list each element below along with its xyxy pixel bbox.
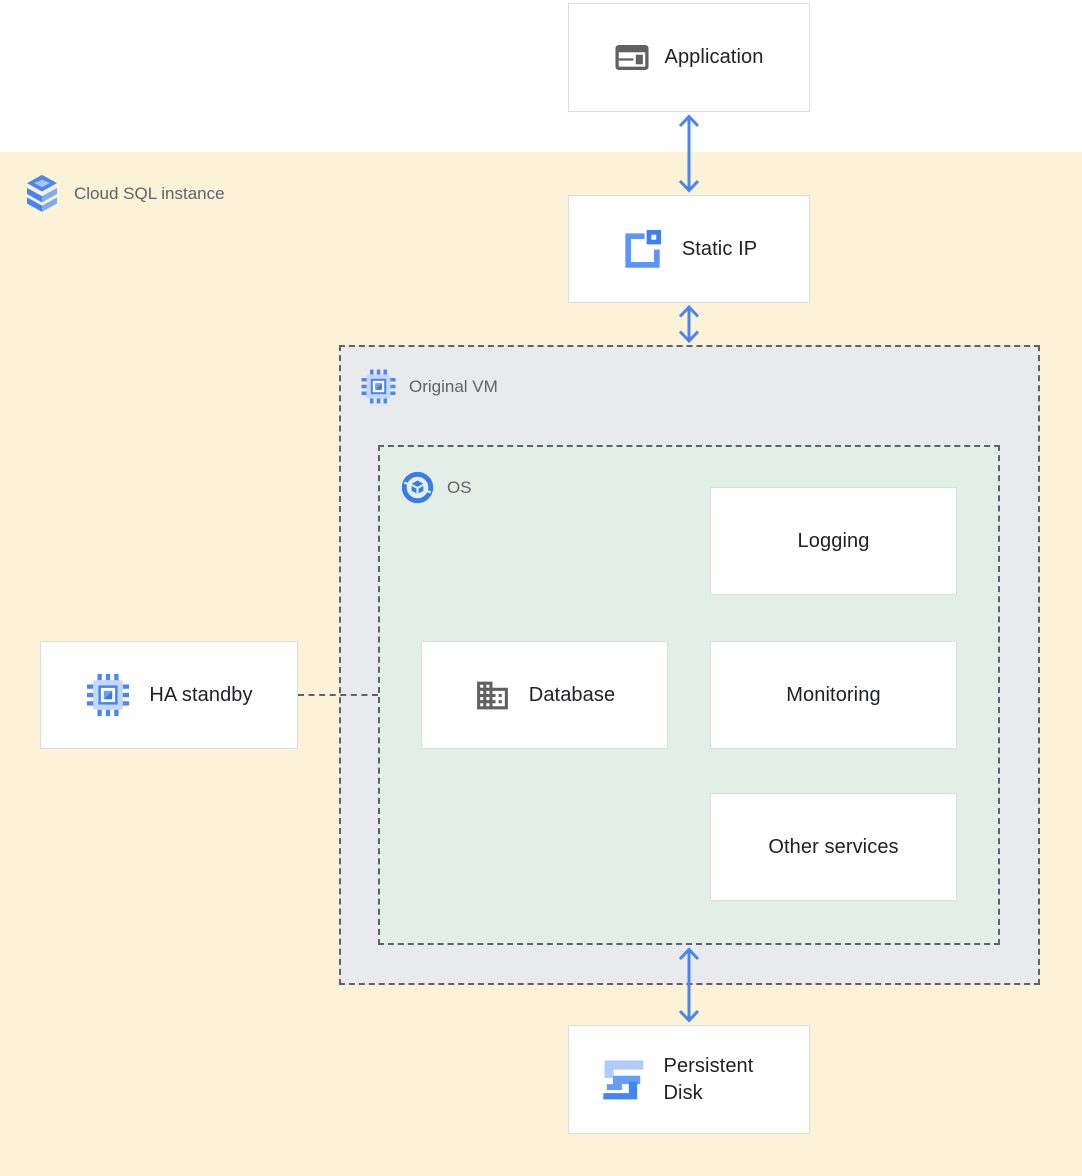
node-label: Database <box>528 683 616 706</box>
node-label: Persistent Disk <box>663 1054 754 1104</box>
node-label: Logging <box>797 529 870 552</box>
node-static-ip: Static IP <box>568 195 810 303</box>
compute-engine-icon <box>85 672 131 718</box>
external-ip-icon <box>621 229 662 270</box>
cloud-sql-icon <box>22 174 62 214</box>
persistent-disk-icon <box>602 1059 644 1100</box>
node-other-services: Other services <box>710 793 957 901</box>
node-label: Monitoring <box>786 683 881 706</box>
arrow-static-ip-vm <box>678 304 700 344</box>
node-ha-standby: HA standby <box>40 641 298 749</box>
node-application: Application <box>568 3 810 112</box>
node-persistent-disk: Persistent Disk <box>568 1025 810 1134</box>
region-label: OS <box>447 477 472 497</box>
arrow-os-persistent-disk <box>678 947 700 1023</box>
node-monitoring: Monitoring <box>710 641 957 749</box>
building-icon <box>474 677 511 714</box>
os-tag: OS <box>400 470 472 505</box>
original-vm-tag: Original VM <box>360 368 498 405</box>
region-label: Original VM <box>409 376 498 396</box>
node-database: Database <box>421 641 668 749</box>
link-ha-standby-os <box>298 694 378 696</box>
cloud-sql-instance-tag: Cloud SQL instance <box>22 174 225 214</box>
node-label: Application <box>664 46 764 68</box>
arrow-application-static-ip <box>678 114 700 193</box>
node-label: Static IP <box>681 237 758 260</box>
app-window-icon <box>614 44 649 71</box>
node-label: HA standby <box>149 683 253 706</box>
compute-engine-icon <box>360 368 397 405</box>
node-label: Other services <box>768 835 899 858</box>
node-logging: Logging <box>710 487 957 595</box>
os-icon <box>400 470 435 505</box>
region-label: Cloud SQL instance <box>74 184 225 203</box>
